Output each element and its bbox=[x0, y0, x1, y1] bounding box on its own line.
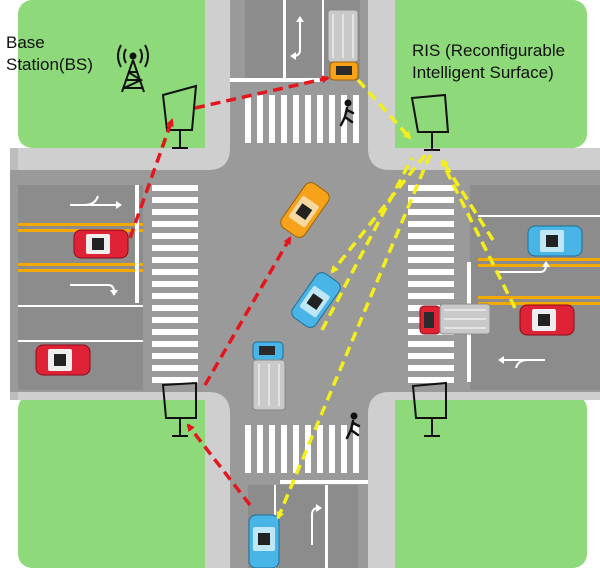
ris-panel-top-right-icon bbox=[410, 93, 450, 151]
pedestrian-top-icon bbox=[339, 99, 355, 127]
ris-panel-bottom-left-icon bbox=[161, 381, 197, 437]
ris-label-line1: RIS (Reconfigurable bbox=[412, 41, 566, 60]
yellow-link-ris-to-bottom-car bbox=[276, 154, 432, 520]
truck-bottom-middle bbox=[252, 341, 286, 411]
grass-top-right bbox=[375, 0, 587, 148]
crosswalk-right bbox=[408, 185, 454, 383]
yellow-link-blue-car-return bbox=[320, 157, 414, 331]
car-blue-center bbox=[291, 272, 341, 328]
truck-right bbox=[419, 303, 491, 335]
crosswalk-left bbox=[152, 185, 198, 383]
base-station-label: Base Station(BS) bbox=[6, 32, 93, 76]
car-red-left bbox=[73, 229, 129, 259]
ris-label: RIS (Reconfigurable Intelligent Surface) bbox=[412, 40, 565, 84]
car-red-lower-left bbox=[35, 344, 91, 376]
car-orange-center bbox=[280, 182, 330, 238]
yellow-links bbox=[276, 78, 517, 520]
bs-panel-icon bbox=[161, 84, 198, 149]
red-links bbox=[128, 75, 330, 507]
crosswalk-bottom bbox=[245, 425, 359, 473]
yellow-link-ris-to-blue-car bbox=[330, 153, 427, 274]
base-station-tower-icon bbox=[117, 44, 149, 93]
yellow-link-red-right-to-ris bbox=[440, 161, 517, 309]
red-link-bs-to-truck bbox=[194, 75, 330, 110]
car-blue-bottom bbox=[248, 514, 280, 568]
grass-bottom-left bbox=[18, 395, 230, 568]
red-link-ris-to-orange-car bbox=[203, 236, 292, 386]
base-station-label-line2: Station(BS) bbox=[6, 55, 93, 74]
red-link-car-to-bs bbox=[128, 118, 174, 239]
pedestrian-bottom-icon bbox=[345, 412, 361, 440]
yellow-link-truck-to-ris bbox=[356, 78, 412, 140]
truck-top bbox=[327, 9, 359, 81]
grass-top-left bbox=[18, 0, 230, 148]
top-lane-markings bbox=[230, 0, 324, 82]
car-red-right bbox=[519, 304, 575, 336]
ris-panel-bottom-right-icon bbox=[411, 381, 447, 437]
base-station-label-line1: Base bbox=[6, 33, 45, 52]
ris-label-line2: Intelligent Surface) bbox=[412, 63, 554, 82]
car-blue-right bbox=[527, 225, 583, 257]
red-link-bottom-car-to-ris bbox=[186, 423, 252, 507]
grass-bottom-right bbox=[375, 395, 587, 568]
